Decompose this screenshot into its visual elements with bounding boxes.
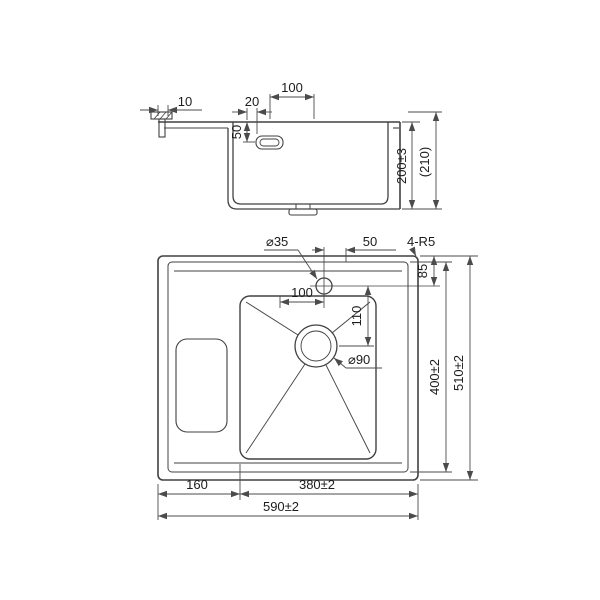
faucet-slot-inner	[259, 138, 280, 147]
dim-overall-width-label: 590±2	[263, 499, 299, 514]
drain-inner-circle	[300, 330, 332, 362]
dim-bowl-depth-label: 200±3	[394, 148, 409, 184]
dim-drain-diameter: ⌀90	[333, 352, 382, 369]
dim-left-section-label: 160	[186, 477, 208, 492]
sink-inner-rim	[167, 261, 409, 473]
dim-drain-offset-y-label: 110	[349, 306, 364, 327]
dim-inner-depth: 400±2	[410, 261, 452, 473]
bowl-slope-line	[245, 363, 306, 454]
dim-hole-depth: 50	[229, 122, 255, 143]
faucet-slot-outer	[255, 135, 284, 150]
dim-bottom-group: 160 380±2 590±2	[157, 464, 419, 520]
faucet-hole-slot	[255, 135, 284, 150]
plan-outline	[157, 247, 440, 481]
leader-line	[297, 249, 318, 280]
dim-drain-diameter-label: ⌀90	[348, 352, 370, 367]
clip-hatch	[153, 111, 161, 120]
dim-faucet-diameter-label: ⌀35	[266, 234, 288, 249]
clip-pin	[158, 118, 166, 138]
dim-back-offset: 85	[415, 255, 478, 286]
bowl-exterior-profile	[227, 128, 400, 210]
dim-clip-width: 10	[140, 94, 202, 116]
dim-drain-offset-y: 110	[339, 286, 374, 347]
dim-overall-height: (210)	[408, 111, 442, 209]
dim-faucet-offset-x-label: 100	[291, 285, 313, 300]
bowl-opening	[239, 295, 377, 460]
dim-hole-span: 100	[269, 80, 315, 119]
dim-back-offset-label: 85	[415, 264, 430, 278]
dim-faucet-diameter: ⌀35	[264, 234, 318, 280]
bowl-slope-line	[325, 364, 371, 454]
leader-line	[333, 357, 347, 369]
dim-overall-depth-label: 510±2	[451, 355, 466, 391]
bowl-slope-line	[331, 301, 371, 334]
dim-hole-depth-label: 50	[229, 125, 244, 139]
drain-fitting-section	[288, 208, 318, 216]
side-view: 10 20 100 50 200±3	[140, 80, 442, 216]
dim-corner-radius-label: 4-R5	[407, 234, 435, 249]
sink-outer-rim	[157, 255, 419, 481]
bowl-slope-line	[245, 301, 299, 336]
dim-faucet-offset-x: 100	[279, 285, 324, 308]
clip-hatch	[165, 111, 173, 120]
dim-hole-offset: 20	[232, 94, 272, 134]
dim-bowl-depth: 200±3	[394, 121, 442, 210]
plan-view: ⌀35 50 4-R5 85 100	[157, 234, 478, 520]
bowl-interior-profile	[232, 122, 389, 205]
dim-hole-offset-label: 20	[245, 94, 259, 109]
drain-outer-circle	[294, 324, 338, 368]
side-view-outline	[158, 121, 401, 216]
dim-corner-radius: 4-R5	[407, 234, 435, 257]
dim-clip-width-label: 10	[178, 94, 192, 109]
dim-inner-depth-label: 400±2	[427, 359, 442, 395]
leader-line	[409, 246, 417, 257]
dim-hole-span-label: 100	[281, 80, 303, 95]
dim-bowl-width-label: 380±2	[299, 477, 335, 492]
dim-faucet-to-edge: 50	[312, 234, 396, 262]
clip-hatch	[159, 111, 167, 120]
dim-faucet-to-edge-label: 50	[363, 234, 377, 249]
mounting-clip	[150, 111, 173, 138]
dim-overall-height-label: (210)	[417, 147, 432, 177]
dim-overall-depth: 510±2	[420, 256, 478, 481]
left-recess	[175, 338, 228, 433]
